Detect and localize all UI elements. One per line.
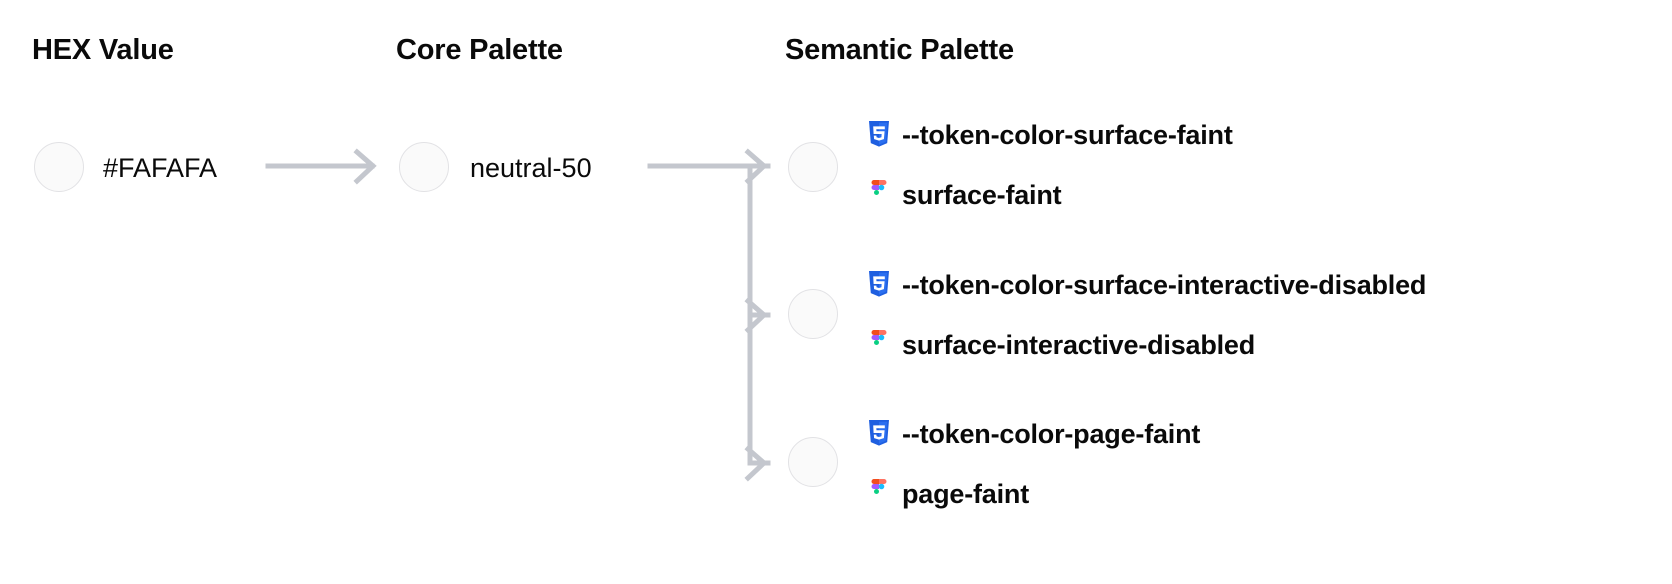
css3-icon — [866, 270, 892, 300]
swatch-semantic-page-faint — [788, 437, 838, 487]
css-token-label: --token-color-surface-interactive-disabl… — [902, 269, 1427, 300]
figma-icon — [866, 479, 892, 509]
arrow-core-to-semantic-branch — [647, 148, 771, 482]
css3-icon — [866, 419, 892, 449]
figma-token-label: surface-interactive-disabled — [902, 329, 1256, 360]
css3-icon — [866, 120, 892, 150]
swatch-core-palette — [399, 142, 449, 192]
figma-icon — [866, 180, 892, 210]
column-header-semantic-palette: Semantic Palette — [785, 34, 1014, 66]
figma-token-line: surface-faint — [866, 173, 1656, 217]
swatch-semantic-surface-interactive-disabled — [788, 289, 838, 339]
swatch-hex-value — [34, 142, 84, 192]
hex-value-label: #FAFAFA — [103, 153, 218, 183]
column-header-core-palette: Core Palette — [396, 34, 563, 66]
swatch-semantic-surface-faint — [788, 142, 838, 192]
css-token-label: --token-color-surface-faint — [902, 119, 1233, 150]
figma-token-label: surface-faint — [902, 179, 1062, 210]
figma-token-line: surface-interactive-disabled — [866, 323, 1656, 367]
arrow-hex-to-core — [265, 148, 377, 185]
figma-icon — [866, 330, 892, 360]
semantic-row: --token-color-page-faint page-faint — [866, 412, 1656, 516]
css-token-line: --token-color-page-faint — [866, 412, 1656, 456]
figma-token-line: page-faint — [866, 472, 1656, 516]
column-header-hex-value: HEX Value — [32, 34, 174, 66]
css-token-label: --token-color-page-faint — [902, 418, 1201, 449]
core-palette-label: neutral-50 — [470, 153, 592, 183]
css-token-line: --token-color-surface-faint — [866, 113, 1656, 157]
semantic-row: --token-color-surface-interactive-disabl… — [866, 263, 1656, 367]
semantic-row: --token-color-surface-faint surface-fain… — [866, 113, 1656, 217]
figma-token-label: page-faint — [902, 478, 1030, 509]
css-token-line: --token-color-surface-interactive-disabl… — [866, 263, 1656, 307]
